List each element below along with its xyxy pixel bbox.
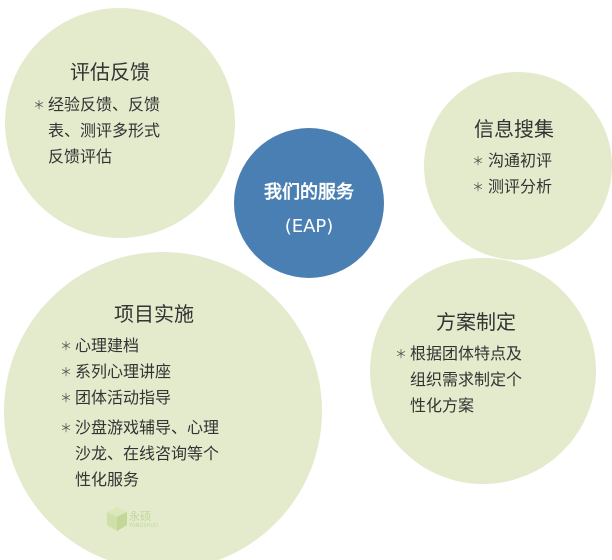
bullet-marker: ＊ (472, 180, 485, 194)
node-title-information-collection: 信息搜集 (474, 117, 554, 141)
node-line: 经验反馈、反馈 (48, 95, 161, 114)
bullet-marker: ＊ (60, 421, 73, 435)
bullet-marker: ＊ (60, 391, 73, 405)
center-subtitle: (EAP) (284, 216, 334, 237)
watermark-logo: 永硕 YONGSHUO (106, 502, 166, 542)
bubble-project-implementation (4, 252, 322, 560)
node-line: 组织需求制定个 (410, 370, 523, 389)
node-line: 沙盘游戏辅导、心理 (75, 418, 220, 437)
node-line: 测评分析 (488, 177, 553, 196)
node-line: 表、测评多形式 (48, 121, 161, 140)
node-line: 团体活动指导 (75, 388, 172, 407)
node-line: 心理建档 (75, 336, 140, 355)
bubble-information-collection (424, 72, 612, 260)
bullet-marker: ＊ (395, 347, 408, 361)
cube-logo-icon (107, 507, 127, 531)
watermark-text: 永硕 (129, 510, 151, 523)
node-title-evaluation-feedback: 评估反馈 (70, 60, 150, 84)
node-line: 性化方案 (410, 396, 475, 415)
bullet-marker: ＊ (60, 339, 73, 353)
center-title: 我们的服务 (264, 182, 354, 203)
node-line: 根据团体特点及 (410, 344, 523, 363)
node-title-plan-formulation: 方案制定 (436, 310, 516, 334)
bullet-marker: ＊ (60, 365, 73, 379)
node-line: 沟通初评 (488, 151, 553, 170)
bullet-marker: ＊ (33, 98, 46, 112)
bubble-plan-formulation (370, 258, 596, 484)
bubble-evaluation-feedback (5, 8, 235, 238)
watermark-subtext: YONGSHUO (129, 523, 158, 529)
bullet-marker: ＊ (472, 154, 485, 168)
center-circle (234, 128, 384, 278)
node-line: 反馈评估 (48, 147, 113, 166)
node-line: 沙龙、在线咨询等个 (75, 444, 220, 463)
node-title-project-implementation: 项目实施 (114, 302, 194, 326)
node-line: 性化服务 (75, 470, 140, 489)
node-line: 系列心理讲座 (75, 362, 172, 381)
